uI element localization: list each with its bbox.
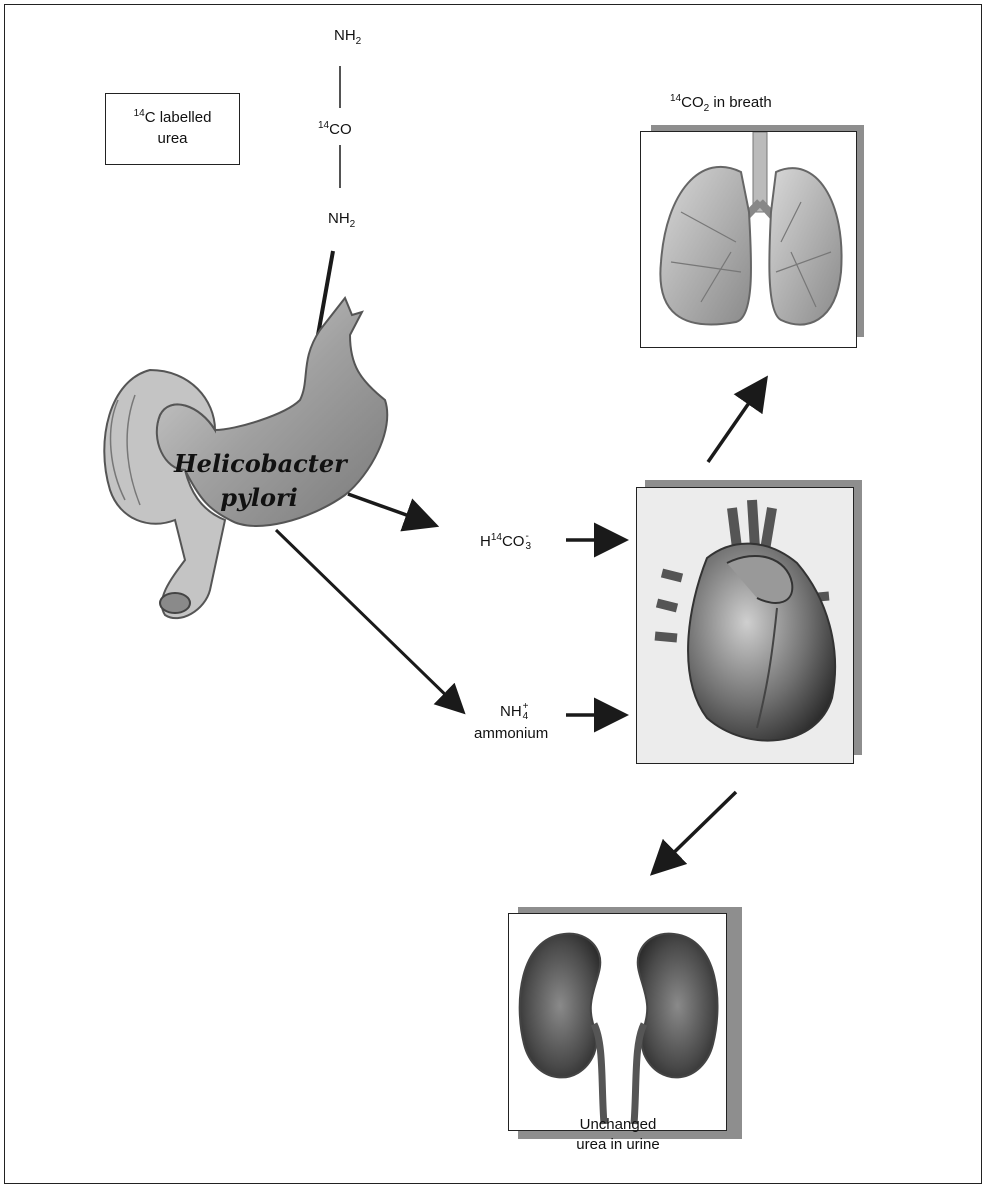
bicarbonate-label: H14CO-3 (480, 532, 531, 552)
arrow-heart-to-lungs (708, 387, 760, 462)
arrow-stomach-to-bicarbonate (348, 494, 426, 522)
arrow-stomach-to-ammonium (276, 530, 457, 706)
helicobacter-pylori-label: Helicobacter pylori (174, 447, 344, 515)
arrow-heart-to-kidneys (660, 792, 736, 866)
ammonium-formula: NH+4 (500, 702, 529, 722)
ammonium-name: ammonium (474, 725, 548, 743)
urine-label: Unchanged urea in urine (548, 1115, 688, 1155)
